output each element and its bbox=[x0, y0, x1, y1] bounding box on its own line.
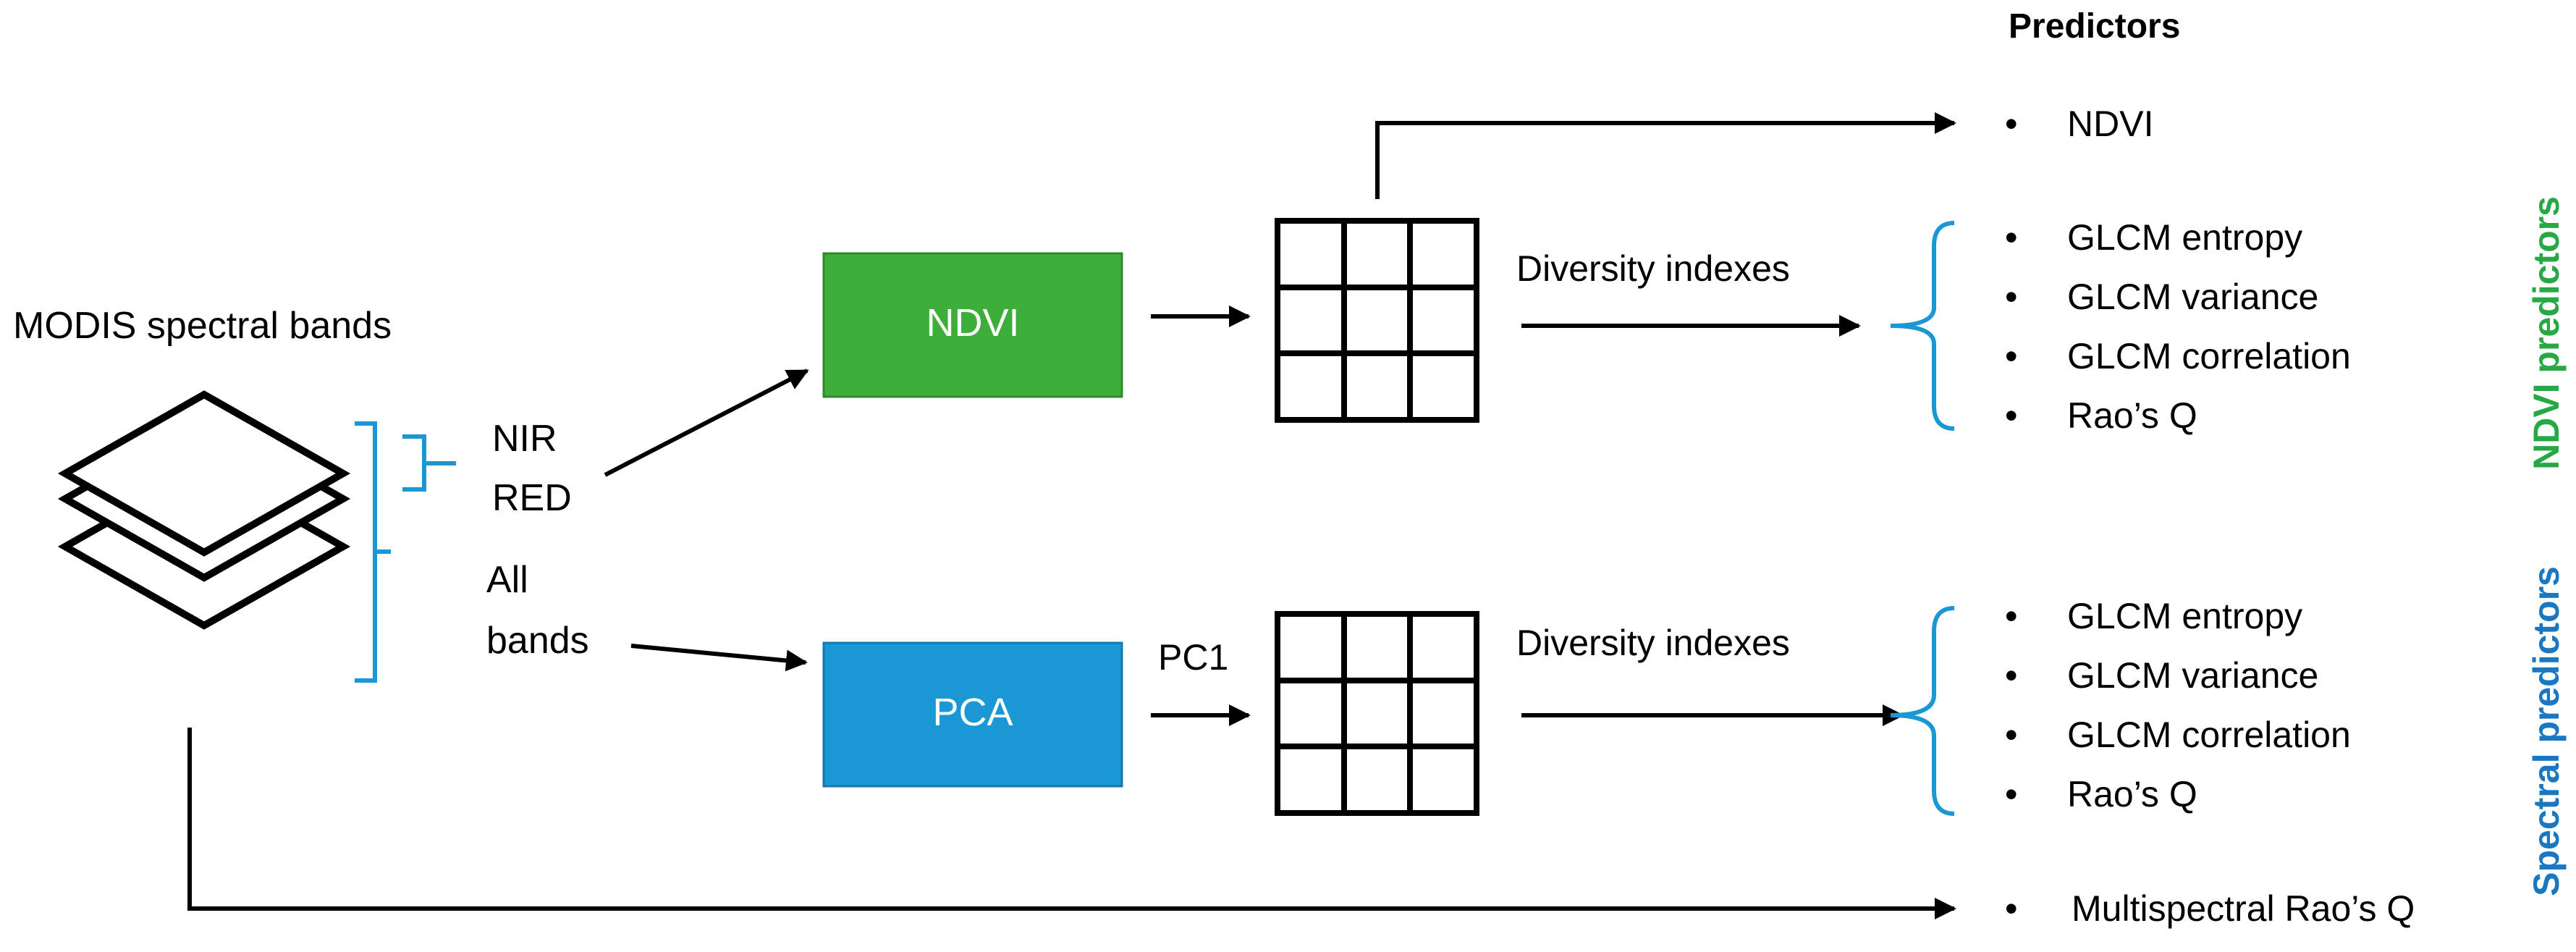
modis-bands-title: MODIS spectral bands bbox=[13, 305, 392, 347]
bullet: • bbox=[2005, 395, 2018, 436]
spectral-predictor-list: • GLCM entropy • GLCM variance • GLCM co… bbox=[2005, 596, 2351, 814]
spectral-group-bracket-icon bbox=[1890, 606, 1955, 816]
bullet: • bbox=[2005, 336, 2018, 376]
red-label: RED bbox=[492, 477, 572, 519]
ndvi-predictors-side-label: NDVI predictors bbox=[2526, 196, 2567, 470]
predictor-item: Rao’s Q bbox=[2067, 774, 2197, 814]
diversity-indexes-bottom-label: Diversity indexes bbox=[1516, 623, 1790, 663]
predictor-multispectral: Multispectral Rao’s Q bbox=[2072, 888, 2415, 929]
predictor-ndvi: NDVI bbox=[2067, 104, 2153, 144]
all-bands-label-line2: bands bbox=[486, 620, 589, 662]
bullet: • bbox=[2005, 596, 2018, 636]
pc1-grid-icon bbox=[1275, 611, 1479, 816]
bullet: • bbox=[2005, 715, 2018, 755]
predictor-item: GLCM variance bbox=[2067, 277, 2318, 317]
source-bracket-icon bbox=[355, 421, 456, 683]
ndvi-box-label: NDVI bbox=[926, 301, 1019, 345]
pca-box-label: PCA bbox=[932, 691, 1013, 734]
predictor-item: GLCM correlation bbox=[2067, 715, 2351, 755]
pca-box bbox=[822, 641, 1123, 788]
diversity-indexes-top-label: Diversity indexes bbox=[1516, 248, 1790, 289]
ndvi-predictor-list: • GLCM entropy • GLCM variance • GLCM co… bbox=[2005, 217, 2351, 436]
predictors-title: Predictors bbox=[2009, 7, 2180, 46]
predictor-item: GLCM correlation bbox=[2067, 336, 2351, 376]
bullet: • bbox=[2005, 655, 2018, 696]
multispectral-arrow bbox=[187, 728, 1956, 919]
bullet: • bbox=[2005, 888, 2018, 929]
predictor-item: GLCM entropy bbox=[2067, 217, 2302, 258]
bullet: • bbox=[2005, 217, 2018, 258]
bullet: • bbox=[2005, 104, 2018, 144]
ndvi-direct-arrow bbox=[1375, 112, 1956, 199]
predictor-item: GLCM variance bbox=[2067, 655, 2318, 696]
predictor-item: GLCM entropy bbox=[2067, 596, 2302, 636]
bullet: • bbox=[2005, 277, 2018, 317]
bullet: • bbox=[2005, 774, 2018, 814]
allbands-to-pca-arrow bbox=[630, 644, 808, 672]
nir-label: NIR bbox=[492, 418, 557, 460]
ndvi-box bbox=[822, 252, 1123, 398]
layers-icon bbox=[57, 390, 351, 630]
pc1-label: PC1 bbox=[1158, 637, 1228, 678]
ndvi-group-bracket-icon bbox=[1890, 221, 1955, 431]
ndvi-grid-icon bbox=[1275, 218, 1479, 423]
spectral-predictors-side-label: Spectral predictors bbox=[2526, 566, 2567, 896]
predictor-item: Rao’s Q bbox=[2067, 395, 2197, 436]
nir-red-to-ndvi-arrow bbox=[604, 368, 809, 477]
all-bands-label-line1: All bbox=[486, 559, 528, 601]
